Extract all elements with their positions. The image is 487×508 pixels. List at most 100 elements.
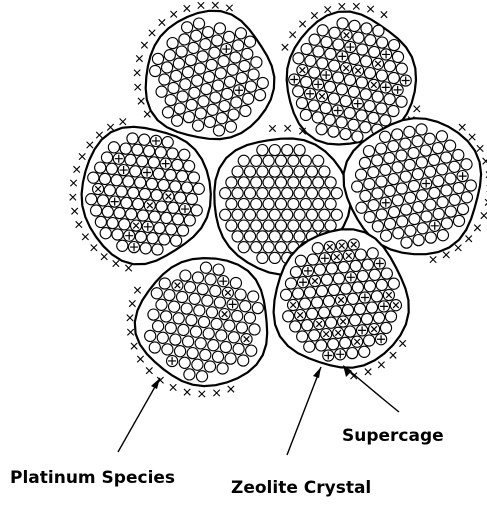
cage-icon	[404, 126, 415, 137]
cage-icon	[372, 188, 383, 199]
cage-icon	[388, 105, 399, 116]
cage-icon	[144, 146, 155, 157]
cage-icon	[139, 188, 150, 199]
cage-icon	[269, 231, 280, 242]
cage-icon	[290, 267, 301, 278]
cage-icon	[359, 157, 370, 168]
cage-icon	[294, 209, 305, 220]
zeolite-crystal-bottom-right	[274, 229, 409, 379]
cage-icon	[389, 40, 400, 51]
cage-icon	[176, 46, 187, 57]
surface-platinum-x-icon	[481, 212, 487, 218]
cage-icon	[246, 345, 257, 356]
cage-icon	[371, 291, 382, 302]
cage-icon	[116, 186, 127, 197]
cage-icon	[380, 115, 391, 126]
cage-icon	[137, 210, 148, 221]
cage-icon	[360, 89, 371, 100]
cage-icon	[338, 262, 349, 273]
cage-icon	[248, 69, 259, 80]
cage-icon	[323, 296, 334, 307]
surface-platinum-x-icon	[289, 32, 295, 38]
surface-platinum-x-icon	[171, 11, 177, 17]
cage-icon	[224, 31, 235, 42]
cage-icon	[295, 255, 306, 266]
cage-icon	[181, 303, 192, 314]
cage-icon	[184, 161, 195, 172]
cage-icon	[413, 202, 424, 213]
cage-icon	[364, 335, 375, 346]
cage-icon	[425, 199, 436, 210]
cage-icon	[204, 116, 215, 127]
cage-icon	[421, 211, 432, 222]
cage-icon	[213, 125, 224, 136]
cage-icon	[230, 52, 241, 63]
cage-icon	[156, 86, 167, 97]
cage-icon	[232, 188, 243, 199]
cage-icon	[257, 166, 268, 177]
cage-icon	[356, 202, 367, 213]
cage-icon	[217, 363, 228, 374]
cage-icon	[192, 359, 203, 370]
cage-icon	[321, 37, 332, 48]
cage-icon	[159, 278, 170, 289]
surface-platinum-x-icon	[414, 106, 420, 112]
cage-icon	[189, 293, 200, 304]
cage-icon	[420, 145, 431, 156]
cage-icon	[97, 195, 108, 206]
cage-icon	[126, 209, 137, 220]
surface-platinum-x-icon	[367, 6, 373, 12]
cage-icon	[331, 209, 342, 220]
surface-platinum-x-icon	[474, 225, 480, 231]
cage-icon	[244, 231, 255, 242]
cage-icon	[238, 220, 249, 231]
cage-icon	[111, 175, 122, 186]
cage-icon	[396, 150, 407, 161]
cage-icon	[257, 252, 268, 263]
cage-icon	[312, 297, 323, 308]
cage-icon	[194, 305, 205, 316]
cage-icon	[313, 155, 324, 166]
cage-icon	[347, 348, 358, 359]
cage-icon	[376, 103, 387, 114]
cage-icon	[207, 104, 218, 115]
cage-icon	[282, 209, 293, 220]
cage-icon	[187, 348, 198, 359]
cage-icon	[369, 269, 380, 280]
cage-icon	[159, 74, 170, 85]
cage-icon	[317, 25, 328, 36]
cage-icon	[158, 180, 169, 191]
cage-icon	[244, 36, 255, 47]
cage-icon	[352, 131, 363, 142]
cage-icon	[356, 77, 367, 88]
cage-icon	[257, 145, 268, 156]
cage-icon	[319, 166, 330, 177]
surface-platinum-x-icon	[226, 5, 232, 11]
cage-icon	[302, 320, 313, 331]
cage-icon	[108, 142, 119, 153]
cage-icon	[290, 321, 301, 332]
cage-icon	[348, 86, 359, 97]
cage-icon	[162, 107, 173, 118]
cage-icon	[333, 39, 344, 50]
cage-icon	[336, 117, 347, 128]
cage-icon	[293, 86, 304, 97]
cage-icon	[218, 56, 229, 67]
cage-icon	[316, 340, 327, 351]
surface-platinum-x-icon	[101, 253, 107, 259]
cage-icon	[140, 243, 151, 254]
cage-icon	[240, 301, 251, 312]
cage-icon	[184, 282, 195, 293]
surface-platinum-x-icon	[311, 12, 317, 18]
surface-platinum-x-icon	[107, 124, 113, 130]
cage-icon	[235, 28, 246, 39]
cage-icon	[167, 38, 178, 49]
cage-icon	[416, 157, 427, 168]
cage-icon	[171, 235, 182, 246]
cage-icon	[307, 254, 318, 265]
cage-icon	[393, 228, 404, 239]
cage-icon	[183, 336, 194, 347]
cage-icon	[405, 225, 416, 236]
cage-icon	[188, 42, 199, 53]
cage-icon	[337, 18, 348, 29]
